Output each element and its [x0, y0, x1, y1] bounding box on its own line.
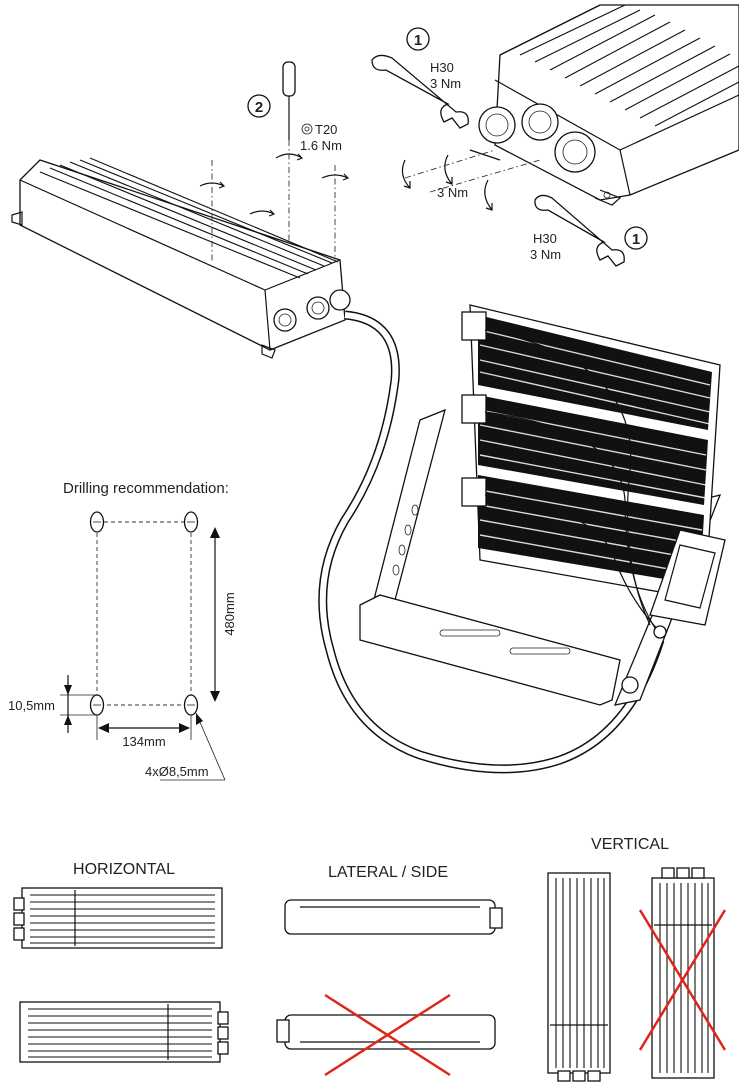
- not-allowed-cross-icon-2: [638, 909, 727, 1051]
- step-2-label: 2: [255, 99, 263, 116]
- driver-closeup: [469, 4, 739, 206]
- horizontal-heading: HORIZONTAL: [73, 861, 175, 878]
- driver-box: [11, 157, 351, 359]
- step-1-label-top: 1: [414, 32, 422, 49]
- dim-hole-label: 4xØ8,5mm: [145, 764, 209, 779]
- step-2-marker: [247, 94, 271, 118]
- dim-slot-label: 10,5mm: [8, 698, 55, 713]
- wrench-top-torque: 3 Nm: [430, 76, 461, 91]
- mounting-screw-arrows-icon: [199, 160, 350, 262]
- horizontal-orientation-ok-2: [19, 1001, 229, 1063]
- not-allowed-cross-icon: [324, 993, 451, 1077]
- wrench-top-icon: [371, 54, 469, 129]
- lateral-heading: LATERAL / SIDE: [328, 864, 448, 881]
- vertical-heading: VERTICAL: [591, 836, 669, 853]
- wrench-top-size: H30: [430, 60, 454, 75]
- gland-rotation-arrows-icon: [401, 149, 541, 211]
- torx-icon: [301, 123, 313, 135]
- gland-torque: 3 Nm: [437, 185, 468, 200]
- screwdriver-size: T20: [315, 122, 337, 137]
- floodlight: [359, 304, 726, 706]
- step-1-marker-top: [406, 27, 430, 51]
- step-1-label-bottom: 1: [632, 231, 640, 248]
- horizontal-orientation-ok: [13, 887, 223, 949]
- wrench-bottom-icon: [534, 194, 625, 267]
- screwdriver-icon: [275, 61, 304, 245]
- vertical-orientation-ok: [547, 872, 611, 1082]
- screwdriver-torque: 1.6 Nm: [300, 138, 342, 153]
- drilling-template: [60, 511, 226, 781]
- wrench-bottom-size: H30: [533, 231, 557, 246]
- dim-height-label: 480mm: [222, 592, 237, 635]
- dim-width-label: 134mm: [122, 734, 165, 749]
- lateral-orientation-ok: [284, 899, 503, 935]
- drilling-title: Drilling recommendation:: [63, 480, 229, 497]
- step-1-marker-bottom: [624, 226, 648, 250]
- vertical-orientation-not-allowed: [638, 867, 727, 1079]
- lateral-orientation-not-allowed: [276, 993, 496, 1077]
- wrench-bottom-torque: 3 Nm: [530, 247, 561, 262]
